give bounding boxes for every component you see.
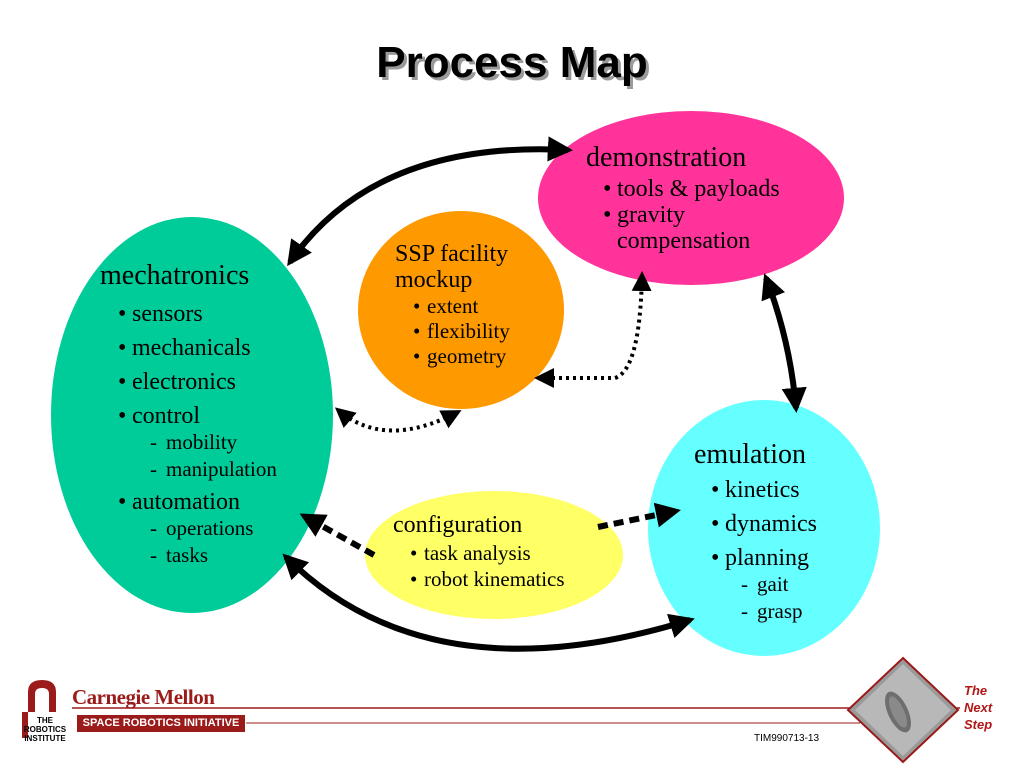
space-robotics-initiative-banner: SPACE ROBOTICS INITIATIVE [77,715,245,732]
tagline-line: The [964,683,988,698]
list-item: grasp [741,598,864,625]
planning-sublist: gait grasp [741,571,864,625]
list-item: gravity [603,202,826,228]
node-configuration: configuration task analysis robot kinema… [393,512,613,592]
node-mechatronics: mechatronics sensors mechanicals electro… [100,260,320,570]
dotted-arrow-mechatronics-ssp [334,407,462,433]
list-item: tasks [150,542,320,569]
list-item: mechanicals [118,331,320,365]
document-id: TIM990713-13 [754,733,820,744]
emulation-list: kinetics dynamics planning [711,473,864,575]
robotics-institute-logo-icon [28,680,56,712]
dotted-arrow-ssp-demonstration [534,271,652,388]
mechatronics-label: mechatronics [100,260,250,291]
list-item: manipulation [150,456,320,483]
list-item: flexibility [413,319,555,344]
ssp-label-line2: mockup [395,267,473,293]
robotics-institute-logo-block [22,712,28,738]
automation-sublist: operations tasks [150,515,320,569]
demonstration-list: tools & payloads gravity compensation [603,176,826,254]
page-title: Process Map [376,38,648,87]
ssp-label-line1: SSP facility [395,241,509,267]
carnegie-mellon-wordmark: Carnegie Mellon [72,685,215,709]
arrow-demonstration-emulation [761,273,807,414]
dashed-arrow-configuration-emulation [597,502,681,530]
list-item: automation [118,485,320,519]
list-item: robot kinematics [410,566,613,592]
moon-footprint-diamond-icon [846,656,960,764]
control-sublist: mobility manipulation [150,429,320,483]
node-ssp-facility: SSP facility mockup extent flexibility g… [395,241,555,369]
list-item: mobility [150,429,320,456]
configuration-list: task analysis robot kinematics [410,540,613,592]
automation-list: automation [118,485,320,519]
tagline-line: Step [964,717,993,732]
list-item: tools & payloads [603,176,826,202]
list-item: dynamics [711,507,864,541]
institute-line: INSTITUTE [24,734,66,743]
list-item: extent [413,294,555,319]
the-next-step-tagline: The Next Step [964,682,992,733]
robotics-institute-label: THE ROBOTICS INSTITUTE [22,716,68,743]
list-item: kinetics [711,473,864,507]
list-item: task analysis [410,540,613,566]
list-item: gait [741,571,864,598]
mechatronics-list: sensors mechanicals electronics control [118,297,320,433]
institute-line: ROBOTICS [23,725,67,734]
institute-line: THE [37,716,53,725]
node-demonstration: demonstration tools & payloads gravity c… [586,142,826,255]
tagline-line: Next [964,700,993,715]
arrow-mechatronics-demonstration [287,136,574,267]
list-item: geometry [413,344,555,369]
list-item: sensors [118,297,320,331]
configuration-label: configuration [393,512,523,538]
list-item: control [118,399,320,433]
ssp-list: extent flexibility geometry [413,294,555,369]
arrow-mechatronics-emulation [282,553,695,652]
list-item: planning [711,541,864,575]
emulation-label: emulation [694,439,806,470]
list-item: operations [150,515,320,542]
node-emulation: emulation kinetics dynamics planning gai… [694,439,864,626]
demonstration-label: demonstration [586,142,747,173]
list-item: compensation [617,228,751,254]
list-item: electronics [118,365,320,399]
